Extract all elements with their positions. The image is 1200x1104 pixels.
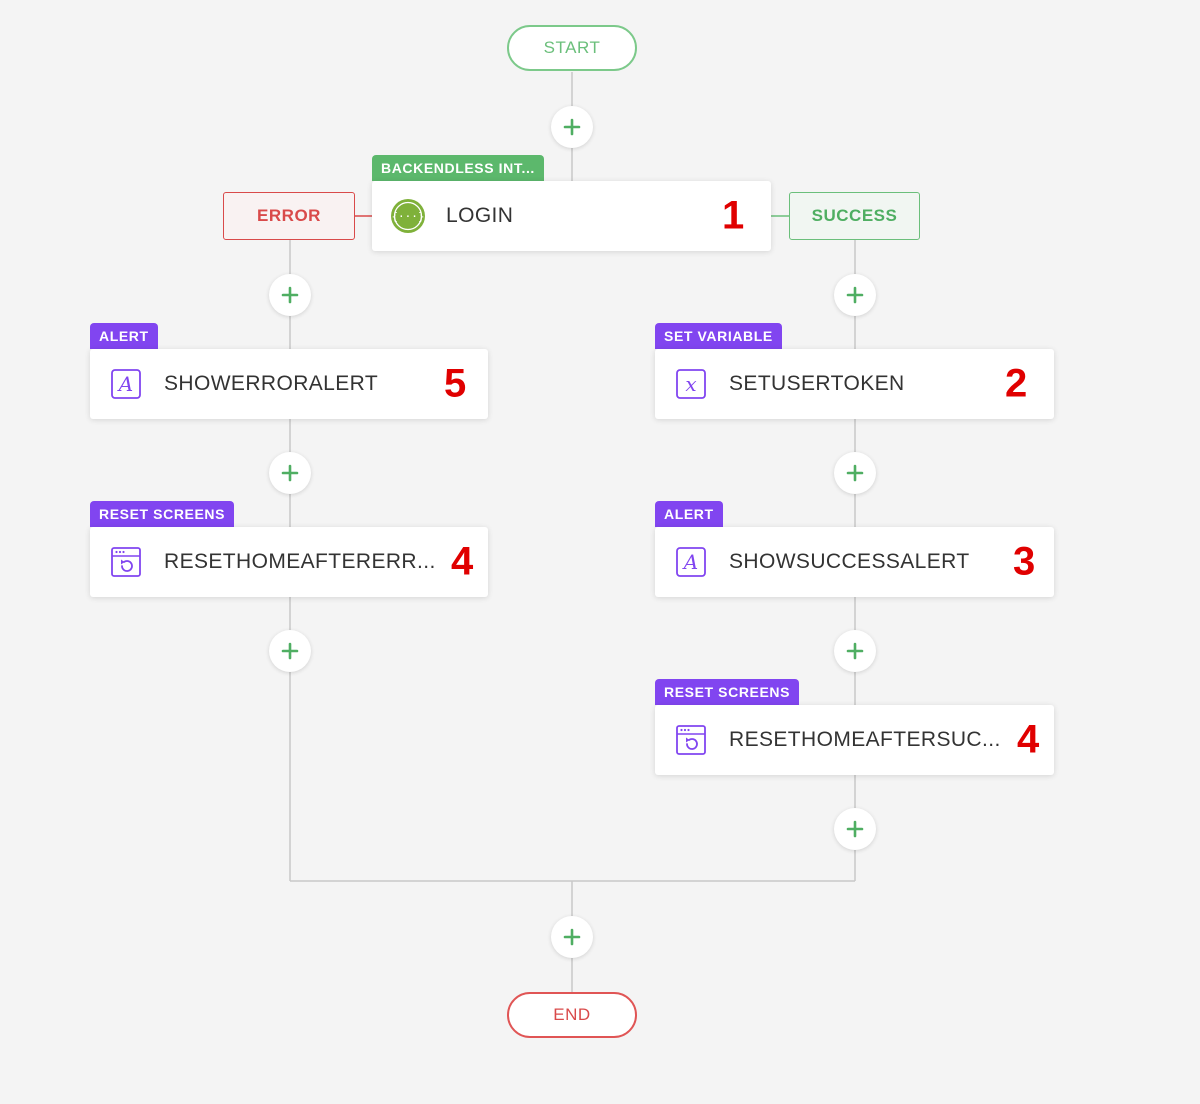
plus-icon — [846, 642, 864, 660]
plus-icon — [281, 642, 299, 660]
plus-icon — [846, 820, 864, 838]
node-set-user-token[interactable]: x SETUSERTOKEN 2 — [655, 349, 1054, 419]
add-step-button[interactable] — [551, 106, 593, 148]
node-reset-home-after-error[interactable]: RESETHOMEAFTERERR... 4 — [90, 527, 488, 597]
svg-text:A: A — [117, 372, 133, 396]
svg-text:x: x — [685, 372, 696, 396]
reset-screen-icon — [108, 544, 144, 580]
node-category-tag: RESET SCREENS — [90, 501, 235, 527]
node-category-tag: RESET SCREENS — [655, 679, 800, 705]
add-step-button[interactable] — [834, 808, 876, 850]
alert-icon: A — [673, 544, 709, 580]
step-number: 4 — [1017, 717, 1040, 762]
node-reset-home-after-success[interactable]: RESETHOMEAFTERSUC... 4 — [655, 705, 1054, 775]
node-title: SHOWERRORALERT — [164, 372, 379, 395]
node-title: RESETHOMEAFTERSUC... — [729, 728, 1001, 751]
node-title: RESETHOMEAFTERERR... — [164, 550, 436, 573]
node-category-tag: BACKENDLESS INT... — [372, 155, 544, 181]
node-category-tag: SET VARIABLE — [655, 323, 782, 349]
add-step-button[interactable] — [551, 916, 593, 958]
api-braces-icon: {···} — [390, 198, 426, 234]
svg-text:{···}: {···} — [391, 210, 424, 223]
add-step-button[interactable] — [834, 452, 876, 494]
node-category-tag: ALERT — [655, 501, 723, 527]
node-login[interactable]: {···} LOGIN 1 — [372, 181, 771, 251]
step-number: 1 — [722, 193, 745, 238]
reset-screen-icon — [673, 722, 709, 758]
end-node[interactable]: END — [507, 992, 637, 1038]
add-step-button[interactable] — [269, 630, 311, 672]
plus-icon — [281, 464, 299, 482]
variable-icon: x — [673, 366, 709, 402]
step-number: 4 — [451, 539, 474, 584]
start-label: START — [543, 38, 601, 57]
success-branch-text: SUCCESS — [811, 206, 898, 225]
plus-icon — [281, 286, 299, 304]
add-step-button[interactable] — [834, 274, 876, 316]
add-step-button[interactable] — [269, 452, 311, 494]
node-show-error-alert[interactable]: A SHOWERRORALERT 5 — [90, 349, 488, 419]
start-node[interactable]: START — [507, 25, 637, 71]
add-step-button[interactable] — [834, 630, 876, 672]
node-title: SHOWSUCCESSALERT — [729, 550, 970, 573]
step-number: 2 — [1005, 361, 1028, 406]
plus-icon — [563, 928, 581, 946]
svg-text:A: A — [682, 550, 698, 574]
alert-icon: A — [108, 366, 144, 402]
plus-icon — [846, 464, 864, 482]
error-branch-text: ERROR — [257, 206, 321, 225]
node-category-tag: ALERT — [90, 323, 158, 349]
plus-icon — [846, 286, 864, 304]
plus-icon — [563, 118, 581, 136]
step-number: 5 — [444, 361, 467, 406]
success-branch-label[interactable]: SUCCESS — [789, 192, 920, 240]
add-step-button[interactable] — [269, 274, 311, 316]
error-branch-label[interactable]: ERROR — [223, 192, 355, 240]
node-title: SETUSERTOKEN — [729, 372, 905, 395]
end-label: END — [553, 1005, 591, 1024]
node-title: LOGIN — [446, 204, 514, 227]
step-number: 3 — [1013, 539, 1036, 584]
node-show-success-alert[interactable]: A SHOWSUCCESSALERT 3 — [655, 527, 1054, 597]
